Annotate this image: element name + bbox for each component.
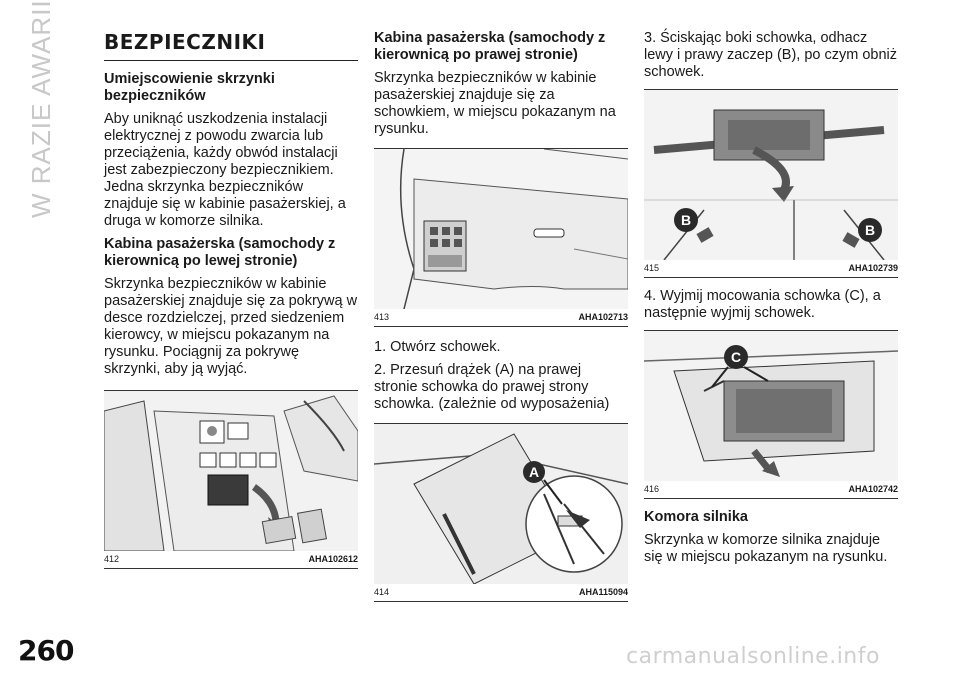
- figure-caption: 412 AHA102612: [104, 551, 358, 568]
- dashboard-fuse-cover-illustration: [104, 391, 358, 551]
- chapter-title: W RAZIE AWARII: [26, 0, 56, 218]
- figure-number: 412: [104, 554, 120, 564]
- callout-a-label: A: [529, 464, 539, 480]
- figure-number: 413: [374, 312, 390, 322]
- heading-fuse-location: Umiejscowienie skrzynki bezpieczników: [104, 71, 275, 104]
- step-1: 1. Otwórz schowek.: [374, 339, 501, 355]
- glovebox-location-illustration: [374, 149, 628, 309]
- column-3: 3. Ściskając boki schowka, odhacz lewy i…: [644, 30, 898, 572]
- section-title: BEZPIECZNIKI: [104, 30, 358, 61]
- heading-lhd-cabin: Kabina pasażerska (samochody z kierownic…: [104, 236, 336, 269]
- heading-engine-compartment: Komora silnika: [644, 509, 748, 525]
- figure-415: B B 415 AHA102739: [644, 89, 898, 278]
- callout-b-right-label: B: [865, 222, 875, 238]
- figure-caption: 416 AHA102742: [644, 481, 898, 498]
- figure-414: A 414 AHA115094: [374, 423, 628, 602]
- figure-413: 413 AHA102713: [374, 148, 628, 327]
- figure-416: C 416 AHA102742: [644, 330, 898, 499]
- step-4: 4. Wyjmij mocowania schowka (C), a nastę…: [644, 288, 881, 321]
- figure-code: AHA102739: [848, 263, 898, 273]
- figure-number: 416: [644, 484, 660, 494]
- paragraph-fuse-intro: Aby uniknąć uszkodzenia instalacji elekt…: [104, 111, 346, 229]
- figure-code: AHA115094: [578, 587, 628, 597]
- glovebox-lever-illustration: A: [374, 424, 628, 584]
- watermark: carmanualsonline.info: [626, 644, 880, 669]
- figure-number: 414: [374, 587, 390, 597]
- figure-number: 415: [644, 263, 660, 273]
- step-2: 2. Przesuń drążek (A) na prawej stronie …: [374, 362, 610, 412]
- column-2: Kabina pasażerska (samochody z kierownic…: [374, 30, 628, 602]
- page-number: 260: [18, 634, 74, 667]
- callout-c-label: C: [731, 349, 741, 365]
- chapter-side-tab: W RAZIE AWARII: [22, 0, 82, 240]
- figure-code: AHA102612: [308, 554, 358, 564]
- figure-caption: 414 AHA115094: [374, 584, 628, 601]
- figure-caption: 415 AHA102739: [644, 260, 898, 277]
- figure-caption: 413 AHA102713: [374, 309, 628, 326]
- heading-rhd-cabin: Kabina pasażerska (samochody z kierownic…: [374, 30, 606, 63]
- step-3: 3. Ściskając boki schowka, odhacz lewy i…: [644, 30, 898, 80]
- figure-412: 412 AHA102612: [104, 390, 358, 569]
- paragraph-lhd-cabin: Skrzynka bezpieczników w kabinie pasażer…: [104, 276, 358, 377]
- glovebox-removal-illustration: C: [644, 331, 898, 481]
- glovebox-latches-illustration: B B: [644, 90, 898, 260]
- column-1: BEZPIECZNIKI Umiejscowienie skrzynki bez…: [104, 30, 358, 569]
- paragraph-rhd-cabin: Skrzynka bezpieczników w kabinie pasażer…: [374, 70, 616, 137]
- figure-code: AHA102713: [578, 312, 628, 322]
- paragraph-engine-compartment: Skrzynka w komorze silnika znajduje się …: [644, 532, 888, 565]
- callout-b-left-label: B: [681, 212, 691, 228]
- figure-code: AHA102742: [848, 484, 898, 494]
